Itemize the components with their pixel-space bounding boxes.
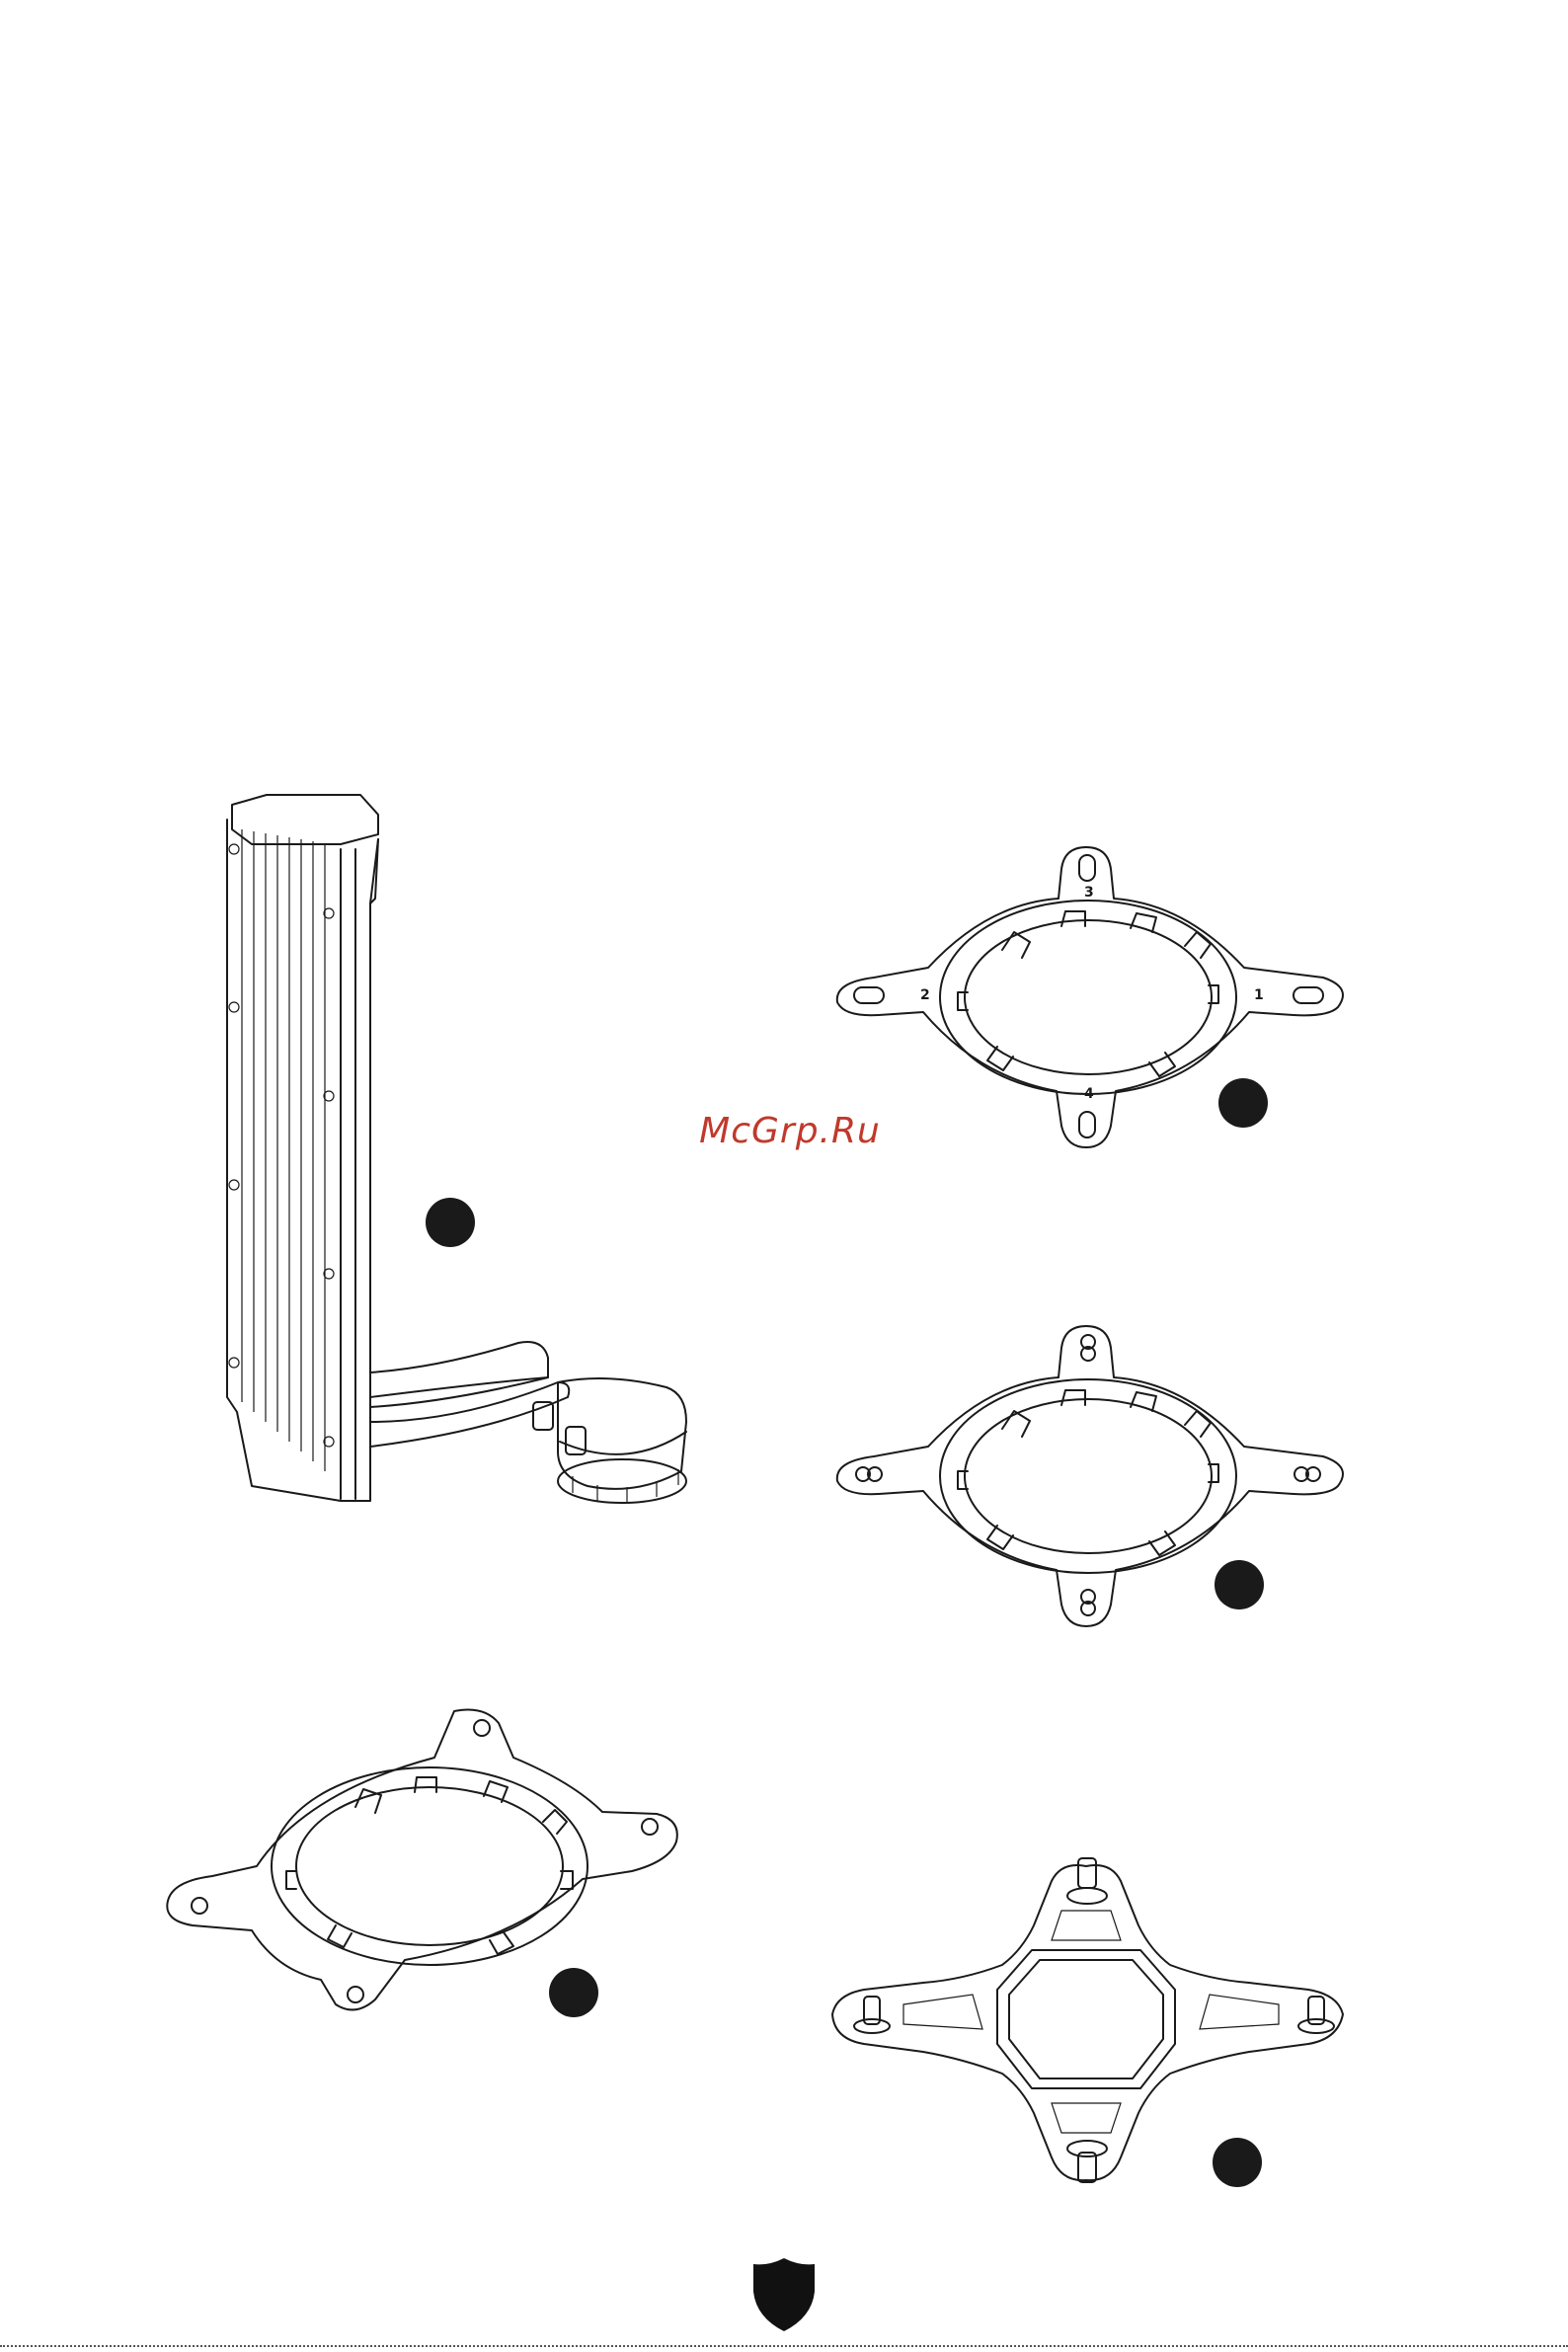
bracket-label-1: 1 <box>1254 987 1264 1003</box>
bracket-label-2: 2 <box>920 987 930 1003</box>
backplate-illustration <box>824 1856 1377 2192</box>
numbered-bracket-illustration: 3 2 1 4 <box>829 839 1363 1155</box>
bracket-b-illustration <box>829 1318 1363 1634</box>
figure-marker-radiator <box>426 1198 475 1247</box>
shield-logo-icon <box>750 2256 818 2333</box>
bracket-label-3: 3 <box>1084 885 1094 901</box>
bracket-c-illustration <box>158 1703 691 2019</box>
bracket-label-4: 4 <box>1084 1086 1094 1102</box>
figure-marker-backplate <box>1213 2138 1262 2187</box>
figure-marker-bracket-c <box>549 1968 598 2017</box>
figure-marker-bracket-a <box>1218 1078 1268 1128</box>
radiator-pump-illustration <box>193 790 706 1511</box>
figure-marker-bracket-b <box>1215 1560 1264 1609</box>
page-bottom-rule <box>0 2345 1568 2347</box>
